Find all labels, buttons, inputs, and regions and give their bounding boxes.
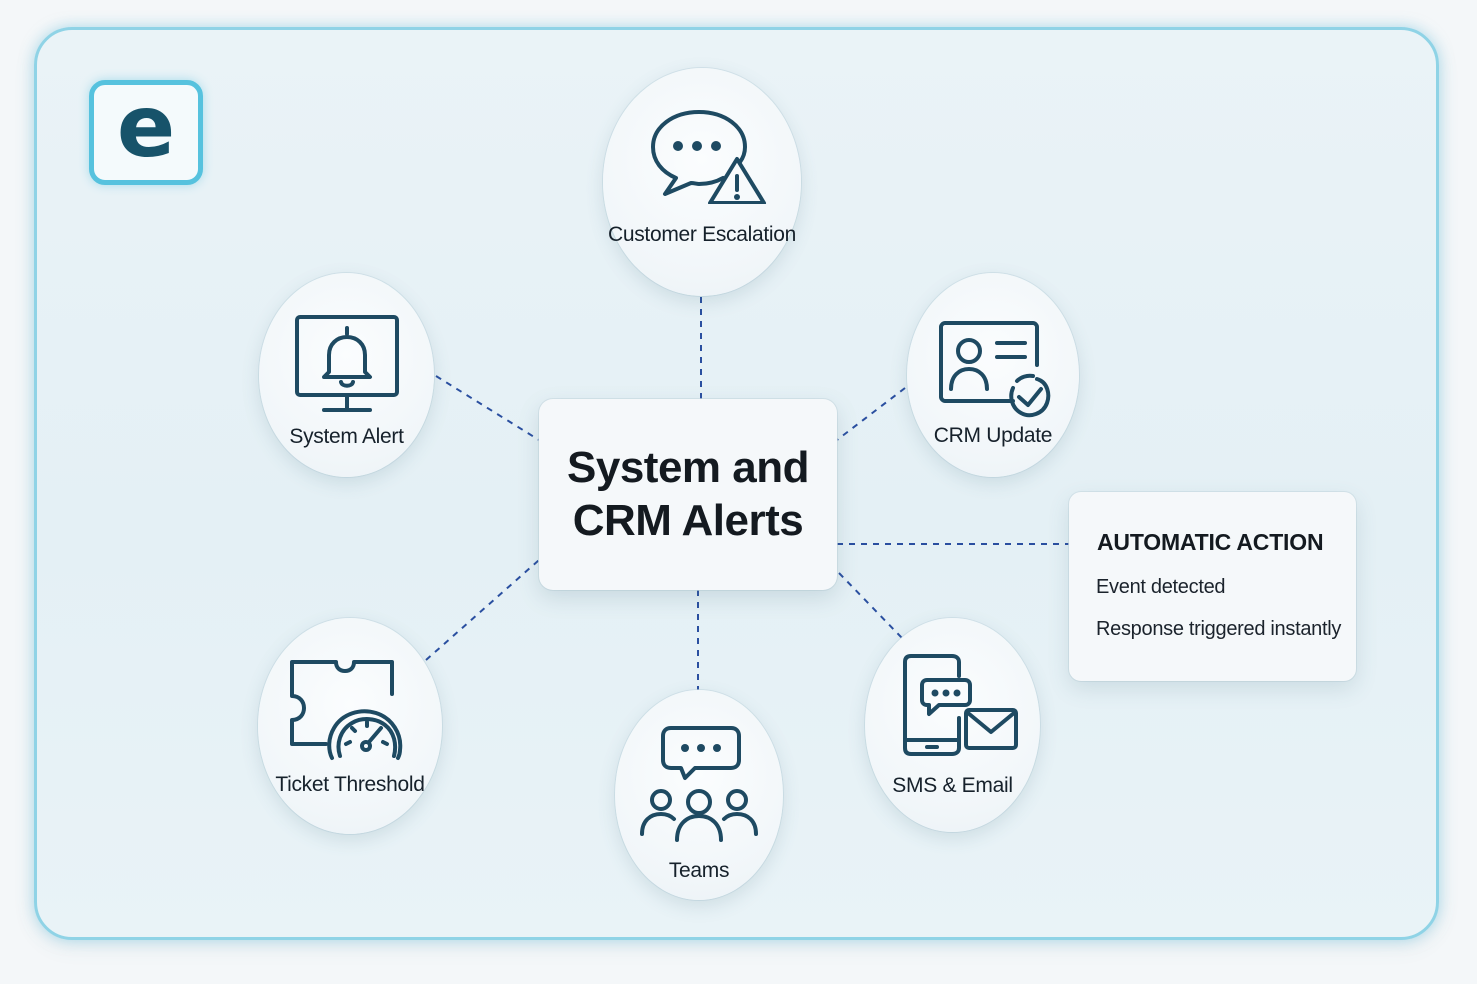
node-label: Ticket Threshold xyxy=(275,773,425,796)
node-label: Customer Escalation xyxy=(607,223,797,246)
connector-sms-email xyxy=(838,572,903,639)
node-sms-email: SMS & Email xyxy=(865,618,1040,832)
brand-logo: e xyxy=(89,80,203,185)
node-label: System Alert xyxy=(289,425,404,448)
team-chat-icon xyxy=(640,726,758,842)
node-customer-escalation: Customer Escalation xyxy=(603,68,801,296)
hub-title-line1: System and xyxy=(567,442,809,492)
ticket-gauge-icon xyxy=(290,660,403,760)
chat-warning-icon xyxy=(651,110,766,204)
hub-title-line2: CRM Alerts xyxy=(572,495,804,545)
automatic-action-box: AUTOMATIC ACTION Event detected Response… xyxy=(1069,492,1356,681)
hub-title: System and CRM Alerts xyxy=(567,442,809,548)
node-ticket-threshold: Ticket Threshold xyxy=(258,618,442,834)
connector-crm-update xyxy=(836,387,906,441)
contact-card-check-icon xyxy=(939,321,1051,418)
node-system-alert: System Alert xyxy=(259,273,434,477)
automatic-action-title: AUTOMATIC ACTION xyxy=(1097,529,1324,555)
connector-system-alert xyxy=(435,375,540,441)
phone-mail-icon xyxy=(903,654,1018,756)
automatic-action-line1: Event detected xyxy=(1096,576,1226,598)
node-teams: Teams xyxy=(615,690,783,900)
automatic-action-line2: Response triggered instantly xyxy=(1096,618,1342,640)
node-label: CRM Update xyxy=(933,424,1053,447)
monitor-bell-icon xyxy=(295,315,399,412)
connector-ticket-threshold xyxy=(425,559,540,661)
logo-letter: e xyxy=(116,76,176,177)
node-label: SMS & Email xyxy=(892,774,1013,797)
node-crm-update: CRM Update xyxy=(907,273,1079,477)
node-label: Teams xyxy=(668,859,730,882)
hub-box: System and CRM Alerts xyxy=(539,399,837,590)
